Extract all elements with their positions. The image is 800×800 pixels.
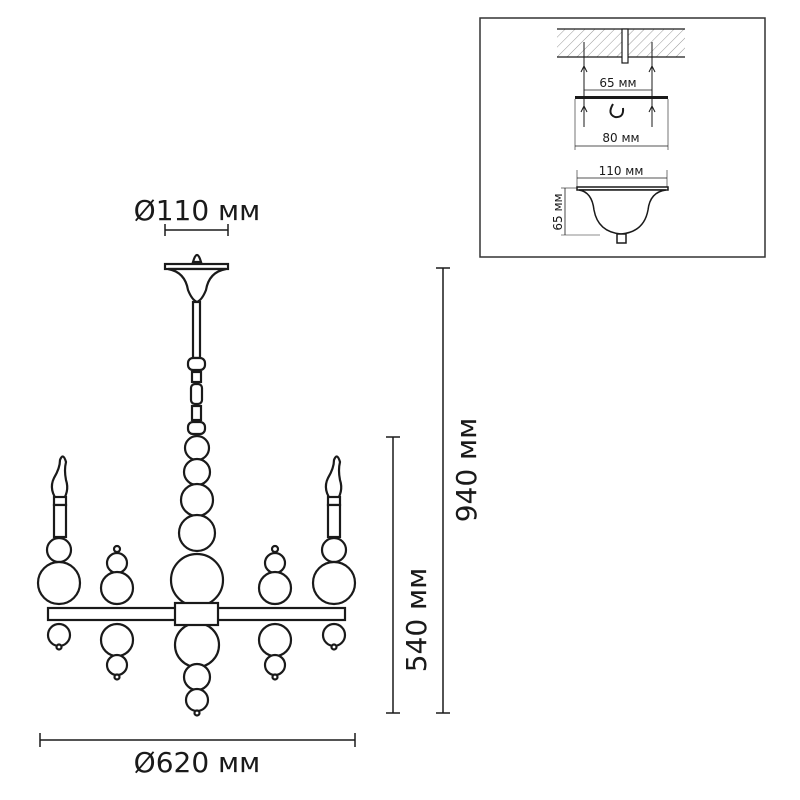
mounting-plate [575, 96, 668, 99]
chain [186, 356, 207, 436]
canopy-height-label: 65 мм [551, 193, 565, 230]
total-diameter-label: Ø620 мм [134, 746, 261, 779]
canopy-width-label: 110 мм [599, 164, 644, 178]
center-column [169, 434, 225, 717]
canopy-detail [576, 186, 669, 244]
dimension-body-height: 540 мм [386, 436, 433, 714]
inner-arm-left [99, 544, 135, 681]
mounting-inset: 65 мм 80 мм 110 мм 65 мм [479, 17, 766, 258]
screw-spacing-label: 65 мм [599, 76, 636, 90]
dimension-total-diameter: Ø620 мм [39, 733, 356, 779]
ceiling [557, 28, 685, 64]
plate-width-label: 80 мм [602, 131, 639, 145]
rod [191, 300, 202, 360]
hook-icon [609, 103, 625, 119]
dimension-canopy-diameter: Ø110 мм [134, 194, 261, 236]
mounting-screws [580, 42, 656, 127]
center-hub [173, 601, 220, 627]
inner-arm-right [257, 544, 293, 681]
canopy [163, 253, 230, 304]
body-height-label: 540 мм [400, 568, 433, 673]
dimension-total-height: 940 мм [436, 267, 483, 714]
outer-arm-left [36, 455, 82, 651]
chandelier [36, 253, 357, 717]
outer-arm-right [311, 455, 357, 651]
canopy-diameter-label: Ø110 мм [134, 194, 261, 227]
total-height-label: 940 мм [450, 418, 483, 523]
